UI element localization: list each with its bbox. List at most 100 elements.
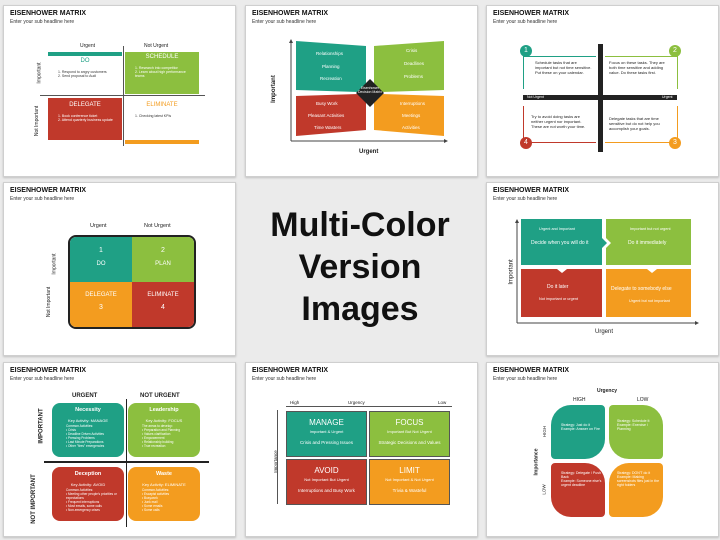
slide-thumbnail-6[interactable]: EISENHOWER MATRIX Enter your sub headlin…: [3, 362, 236, 537]
bl-text: Do it later: [547, 284, 569, 290]
tl-item-2: Planning: [322, 64, 340, 69]
slide-thumbnail-2[interactable]: EISENHOWER MATRIX Enter your sub headlin…: [245, 5, 478, 177]
quadrant-number: 3: [99, 304, 103, 311]
activity-list: Common Activities: • Crisis • Deadline D…: [66, 424, 105, 448]
quadrant-bl: [296, 94, 366, 136]
tr-item-1: Crisis: [406, 48, 418, 53]
quadrant-tr: [606, 219, 691, 265]
quadrant-text: Strategy: DON'T do it Example: Making sc…: [617, 471, 660, 487]
quadrant-number: 1: [99, 247, 103, 254]
urgent-label: Urgent: [90, 223, 107, 229]
quadrant-title: DO: [80, 58, 90, 64]
quadrant-do: DO 1. Respond to angry customers 2. Send…: [48, 52, 122, 98]
not-urgent-label: Not Urgent: [144, 43, 169, 49]
quadrant-title: Leadership: [149, 407, 179, 413]
quadrant-do: 1 DO: [70, 237, 132, 282]
slide-title: EISENHOWER MATRIX: [493, 10, 570, 17]
axis-v: [598, 44, 603, 152]
badge-2: 2: [669, 45, 681, 57]
slide-thumbnail-4[interactable]: EISENHOWER MATRIX Enter your sub headlin…: [3, 182, 236, 356]
importance-axis: [277, 410, 278, 504]
key-activity: Key Activity: MANAGE: [67, 418, 108, 423]
quadrant-title: ELIMINATE: [147, 292, 179, 298]
center-diamond: [356, 79, 384, 107]
urgency-axis: [286, 406, 452, 407]
bl-small: Not important or urgent: [539, 297, 579, 301]
tl-item-3: Recreation: [320, 76, 342, 81]
slide-title: EISENHOWER MATRIX: [252, 367, 329, 374]
badge-1: 1: [520, 45, 532, 57]
importance-low: LOW: [541, 484, 547, 495]
tl-small: Urgent and Important: [539, 227, 575, 231]
quadrant-item: Interruptions and Busy Work: [298, 488, 355, 493]
quadrant-avoid: AVOID Not Important But Urgent Interrupt…: [286, 459, 367, 505]
bl-item-1: Busy Work: [316, 101, 338, 106]
quadrant-title: LIMIT: [399, 466, 420, 475]
badge-number: 3: [673, 139, 677, 146]
slide-subtitle: Enter your sub headline here: [493, 196, 558, 202]
importance-high: HIGH: [542, 425, 548, 438]
important-label: IMPORTANT: [38, 408, 45, 444]
quadrant-items: 1. Respond to angry customers 2. Send pr…: [58, 70, 107, 78]
slide-title: EISENHOWER MATRIX: [10, 10, 87, 17]
matrix-diagram: [289, 39, 448, 143]
not-urgent-label: Not Urgent: [144, 223, 171, 229]
quadrant-title: Necessity: [75, 407, 101, 413]
slide-subtitle: Enter your sub headline here: [10, 376, 75, 382]
br-item-2: Meetings: [402, 113, 421, 118]
matrix-frame: 1 DO 2 PLAN DELEGATE 3 ELIMINATE 4: [68, 235, 196, 329]
heading-line-1: Multi-Color: [270, 206, 450, 244]
not-important-label: Not Important: [34, 105, 41, 137]
tr-text: Do it immediately: [628, 240, 667, 246]
badge-number: 1: [524, 47, 528, 54]
quadrant-text: Strategy: Schedule It Example: Exercise …: [617, 419, 650, 431]
tl-text: Decide when you will do it: [531, 240, 589, 246]
urgency-low: LOW: [637, 397, 649, 403]
quadrant-items: 1. Checking latest KPIs: [135, 114, 172, 118]
quadrant-title: SCHEDULE: [145, 54, 179, 60]
text-2: Focus on these tasks. They are both time…: [609, 60, 665, 75]
quadrant-plan: 2 PLAN: [132, 237, 194, 282]
quadrant-title: ELIMINATE: [146, 102, 178, 108]
quadrant-text: Strategy: Delegate / Push Back Example: …: [561, 471, 602, 487]
badge-4: 4: [520, 137, 532, 149]
urgent-label: Urgent: [595, 329, 614, 335]
slide-thumbnail-1[interactable]: EISENHOWER MATRIX Enter your sub headlin…: [3, 5, 236, 177]
high-label: High: [290, 400, 300, 405]
br-text: Delegate to somebody else: [611, 286, 672, 292]
quadrant-waste: Waste Key Activity: ELIMINATE Common Act…: [128, 467, 200, 521]
quadrant-eliminate: ELIMINATE 4: [132, 282, 194, 327]
slide-subtitle: Enter your sub headline here: [10, 196, 75, 202]
quadrant-delegate: DELEGATE 1. Book conference ticket 2. At…: [48, 98, 122, 140]
box-4: [523, 106, 596, 143]
badge-3: 3: [669, 137, 681, 149]
quadrant-number: 4: [161, 304, 165, 311]
br-small: Urgent but not important: [629, 299, 670, 303]
quadrant-manage: MANAGE Important & Urgent Crisis and Pre…: [286, 411, 367, 457]
key-activity: Key Activity: FOCUS: [145, 418, 183, 423]
badge-number: 2: [673, 47, 677, 54]
badge-number: 4: [524, 139, 528, 146]
box-2: [605, 56, 678, 89]
quadrant-title: DO: [96, 261, 106, 267]
slide-title: EISENHOWER MATRIX: [493, 187, 570, 194]
quadrant-item: Strategic Decisions and Values: [378, 440, 441, 445]
key-activity: Key Activity: AVOID: [70, 482, 106, 487]
quadrant-tl: [296, 41, 366, 92]
low-label: Low: [438, 400, 447, 405]
slide-subtitle: Enter your sub headline here: [10, 19, 75, 25]
slide-thumbnail-5[interactable]: EISENHOWER MATRIX Enter your sub headlin…: [486, 182, 719, 356]
activity-list: Common Activities: • Meeting other peopl…: [66, 488, 117, 512]
quadrant-schedule: Strategy: Schedule It Example: Exercise …: [609, 405, 663, 459]
quadrant-items: 1. Book conference ticket 2. Attend quar…: [58, 114, 113, 122]
slide-thumbnail-8[interactable]: EISENHOWER MATRIX Enter your sub headlin…: [486, 362, 719, 537]
axis-line-v: [123, 46, 124, 146]
slide-subtitle: Enter your sub headline here: [493, 376, 558, 382]
slide-thumbnail-7[interactable]: EISENHOWER MATRIX Enter your sub headlin…: [245, 362, 478, 537]
quadrant-br: [374, 94, 444, 136]
slide-subtitle: Enter your sub headline here: [252, 19, 317, 25]
text-4: Try to avoid doing tasks are neither urg…: [531, 114, 586, 129]
activity-list: Common Activities: • Escapist activities…: [142, 488, 170, 512]
slide-thumbnail-3[interactable]: EISENHOWER MATRIX Enter your sub headlin…: [486, 5, 719, 177]
axis-v: [125, 399, 127, 527]
